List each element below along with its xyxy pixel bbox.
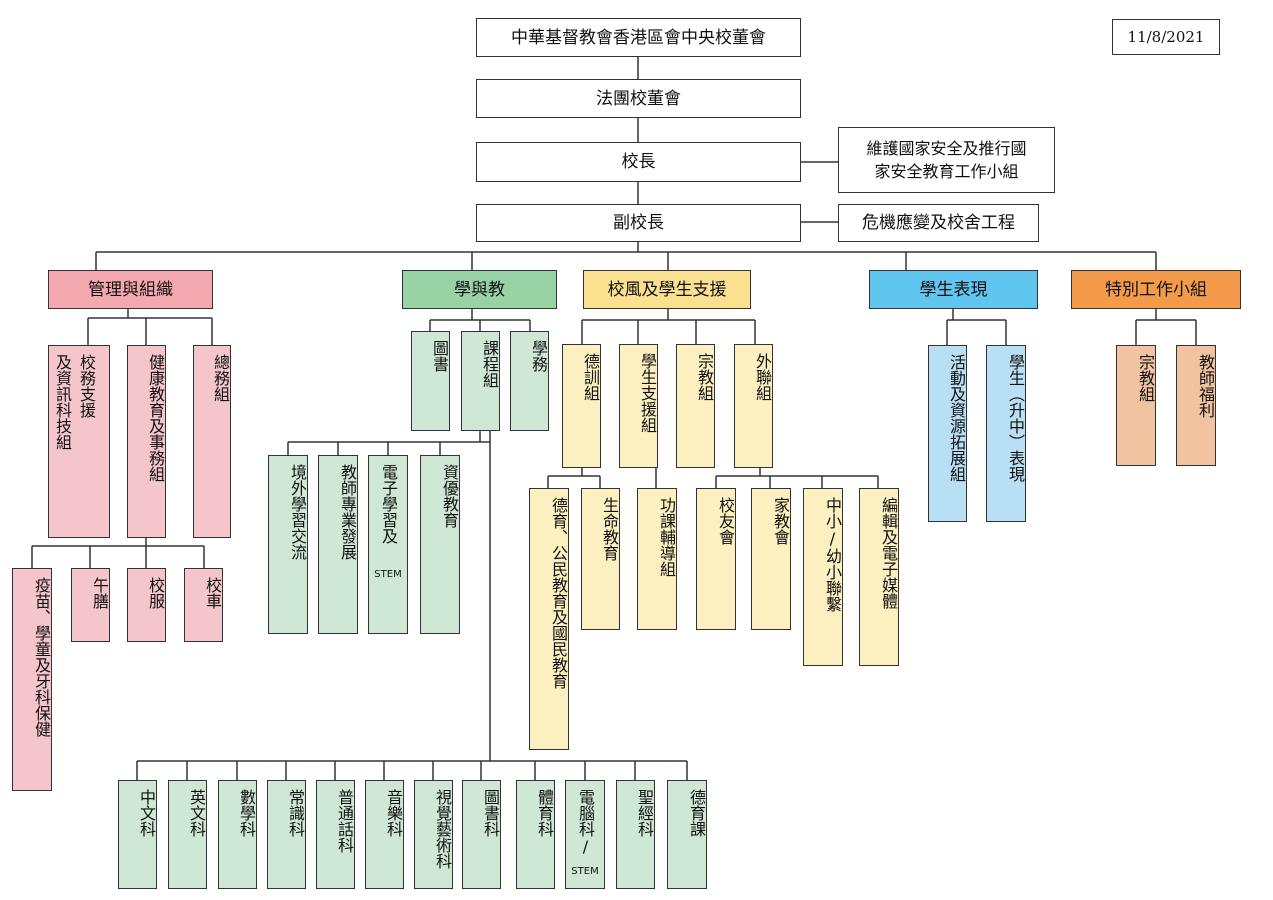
activities-resources-box: 活動及資源拓展組 xyxy=(928,345,967,522)
subject-library: 圖書科 xyxy=(462,780,501,889)
school-bus-box: 校車 xyxy=(184,568,223,642)
special-religion-box: 宗教組 xyxy=(1116,345,1156,466)
elearning-stem-label: STEM xyxy=(374,569,402,580)
subject-music: 音樂科 xyxy=(365,780,404,889)
national-security-line1: 維護國家安全及推行國 xyxy=(866,139,1027,158)
computer-stem-label: STEM xyxy=(571,866,599,877)
group-header-support: 校風及學生支援 xyxy=(583,270,751,309)
group-header-admin: 管理與組織 xyxy=(48,270,213,309)
school-liaison-box: 中小/幼小聯繫 xyxy=(803,488,843,666)
subject-english: 英文科 xyxy=(168,780,207,889)
subject-moral: 德育課 xyxy=(667,780,707,889)
academic-affairs-box: 學務 xyxy=(510,331,549,431)
teacher-welfare-box: 教師福利 xyxy=(1176,345,1216,466)
group-header-teaching: 學與教 xyxy=(402,270,557,309)
external-affairs-box: 外聯組 xyxy=(734,344,773,468)
national-security-group-box: 維護國家安全及推行國 家安全教育工作小組 xyxy=(838,127,1055,193)
religion-group-box: 宗教組 xyxy=(676,344,715,468)
group-header-special: 特別工作小組 xyxy=(1071,270,1241,309)
uniform-box: 校服 xyxy=(127,568,166,642)
alumni-box: 校友會 xyxy=(696,488,736,630)
subject-computer-stem: 電腦科/ STEM xyxy=(565,780,605,889)
library-box: 圖書 xyxy=(411,331,450,431)
crisis-management-box: 危機應變及校舍工程 xyxy=(838,204,1039,242)
central-council-box: 中華基督教會香港區會中央校董會 xyxy=(476,18,801,57)
it-col-right: 校務支援 xyxy=(77,354,96,418)
general-affairs-box: 總務組 xyxy=(193,345,231,538)
group-header-performance: 學生表現 xyxy=(869,270,1038,309)
vaccine-dental-box: 疫苗、學童及牙科保健 xyxy=(12,568,52,791)
principal-box: 校長 xyxy=(476,142,801,182)
homework-tutoring-box: 功課輔導組 xyxy=(637,488,677,630)
elearning-label: 電子學習及 xyxy=(379,464,398,544)
subject-general-studies: 常識科 xyxy=(267,780,306,889)
overseas-learning-box: 境外學習交流 xyxy=(268,455,308,634)
date-label: 11/8/2021 xyxy=(1112,19,1220,55)
subject-math: 數學科 xyxy=(218,780,257,889)
national-security-line2: 家安全教育工作小組 xyxy=(874,162,1019,181)
student-support-box: 學生支援組 xyxy=(619,344,658,468)
subject-visual-arts: 視覺藝術科 xyxy=(414,780,453,889)
pta-box: 家教會 xyxy=(751,488,791,630)
life-education-box: 生命教育 xyxy=(581,488,620,630)
civic-national-education-box: 德育、公民教育及國民教育 xyxy=(529,488,569,750)
elearning-stem-box: 電子學習及 STEM xyxy=(368,455,408,634)
school-admin-it-box: 及資訊科技組 校務支援 xyxy=(48,345,110,538)
vice-principal-box: 副校長 xyxy=(476,204,801,242)
lunch-box: 午膳 xyxy=(71,568,110,642)
subject-chinese: 中文科 xyxy=(118,780,157,889)
it-col-left: 及資訊科技組 xyxy=(53,354,72,450)
subject-pe: 體育科 xyxy=(516,780,555,889)
computer-label: 電腦科/ xyxy=(576,789,595,856)
discipline-box: 德訓組 xyxy=(562,344,601,468)
student-progression-box: 學生（升中）表現 xyxy=(986,345,1026,522)
subject-putonghua: 普通話科 xyxy=(316,780,355,889)
teacher-development-box: 教師專業發展 xyxy=(318,455,358,634)
curriculum-box: 課程組 xyxy=(461,331,500,431)
subject-bible: 聖經科 xyxy=(616,780,655,889)
school-board-box: 法團校董會 xyxy=(476,79,801,118)
editorial-media-box: 編輯及電子媒體 xyxy=(859,488,899,666)
gifted-education-box: 資優教育 xyxy=(420,455,460,634)
health-education-box: 健康教育及事務組 xyxy=(127,345,166,538)
